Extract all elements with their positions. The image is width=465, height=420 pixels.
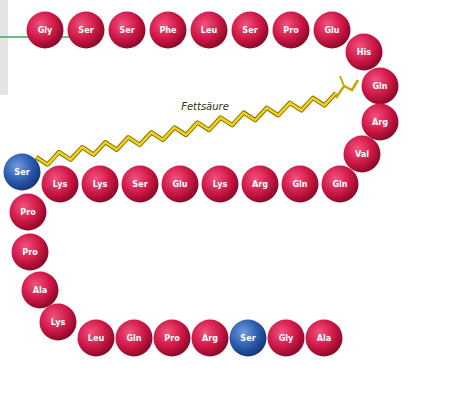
- residue-name: Gln: [321, 165, 359, 203]
- chain-outline: [36, 93, 336, 165]
- amino-acid-bead: Phe: [149, 11, 187, 49]
- amino-acid-bead: Glu: [161, 165, 199, 203]
- amino-acid-bead: Gly: [26, 11, 64, 49]
- amino-acid-bead: Ala: [21, 271, 59, 309]
- residue-name: Ser: [229, 319, 267, 357]
- residue-name: Ala: [21, 271, 59, 309]
- residue-name: Phe: [149, 11, 187, 49]
- residue-name: Val: [343, 135, 381, 173]
- frame-band: [0, 0, 8, 95]
- amino-acid-bead: Glu: [313, 11, 351, 49]
- residue-name: Ala: [305, 319, 343, 357]
- amino-acid-bead: Pro: [11, 233, 49, 271]
- amino-acid-bead: Ser: [108, 11, 146, 49]
- amino-acid-bead: Ser: [67, 11, 105, 49]
- residue-name: Arg: [361, 103, 399, 141]
- amino-acid-bead: Ala: [305, 319, 343, 357]
- residue-name: Lys: [201, 165, 239, 203]
- amino-acid-bead: Arg: [361, 103, 399, 141]
- amino-acid-bead: Pro: [272, 11, 310, 49]
- residue-name: Gln: [281, 165, 319, 203]
- amino-acid-bead: Pro: [153, 319, 191, 357]
- residue-name: Ser: [3, 153, 41, 191]
- residue-name: Gly: [267, 319, 305, 357]
- amino-acid-bead: Pro: [9, 193, 47, 231]
- amino-acid-bead: Lys: [41, 165, 79, 203]
- amino-acid-bead: Gln: [115, 319, 153, 357]
- residue-name: Lys: [39, 303, 77, 341]
- amino-acid-bead: His: [345, 33, 383, 71]
- amino-acid-bead: Arg: [241, 165, 279, 203]
- amino-acid-bead: Gln: [321, 165, 359, 203]
- residue-name: Ser: [108, 11, 146, 49]
- residue-name: Glu: [161, 165, 199, 203]
- amino-acid-bead: Arg: [191, 319, 229, 357]
- amino-acid-bead: Lys: [81, 165, 119, 203]
- residue-name: Ser: [121, 165, 159, 203]
- residue-name: Pro: [9, 193, 47, 231]
- residue-name: Arg: [191, 319, 229, 357]
- residue-name: Ser: [67, 11, 105, 49]
- residue-name: Ser: [231, 11, 269, 49]
- residue-name: Lys: [41, 165, 79, 203]
- amino-acid-bead: Val: [343, 135, 381, 173]
- amino-acid-bead: Gln: [361, 67, 399, 105]
- amino-acid-bead: Ser: [121, 165, 159, 203]
- chain-end: [336, 80, 358, 98]
- residue-name: Gln: [361, 67, 399, 105]
- residue-name: Pro: [272, 11, 310, 49]
- residue-name: Leu: [190, 11, 228, 49]
- modified-residue: Ser: [3, 153, 41, 191]
- residue-name: Gly: [26, 11, 64, 49]
- amino-acid-bead: Gln: [281, 165, 319, 203]
- residue-name: Pro: [11, 233, 49, 271]
- residue-name: Gln: [115, 319, 153, 357]
- chain-core: [36, 93, 336, 165]
- amino-acid-bead: Leu: [77, 319, 115, 357]
- residue-name: Arg: [241, 165, 279, 203]
- amino-acid-bead: Gly: [267, 319, 305, 357]
- molecule-label: Fettsäure: [181, 101, 229, 112]
- chain-branch: [340, 76, 344, 86]
- fatty-acid-chain: [36, 76, 358, 165]
- residue-name: Glu: [313, 11, 351, 49]
- residue-name: Leu: [77, 319, 115, 357]
- amino-acid-bead: Leu: [190, 11, 228, 49]
- amino-acid-bead: Lys: [39, 303, 77, 341]
- amino-acid-bead: Ser: [231, 11, 269, 49]
- residue-name: Pro: [153, 319, 191, 357]
- modified-residue: Ser: [229, 319, 267, 357]
- residue-name: His: [345, 33, 383, 71]
- residue-name: Lys: [81, 165, 119, 203]
- amino-acid-bead: Lys: [201, 165, 239, 203]
